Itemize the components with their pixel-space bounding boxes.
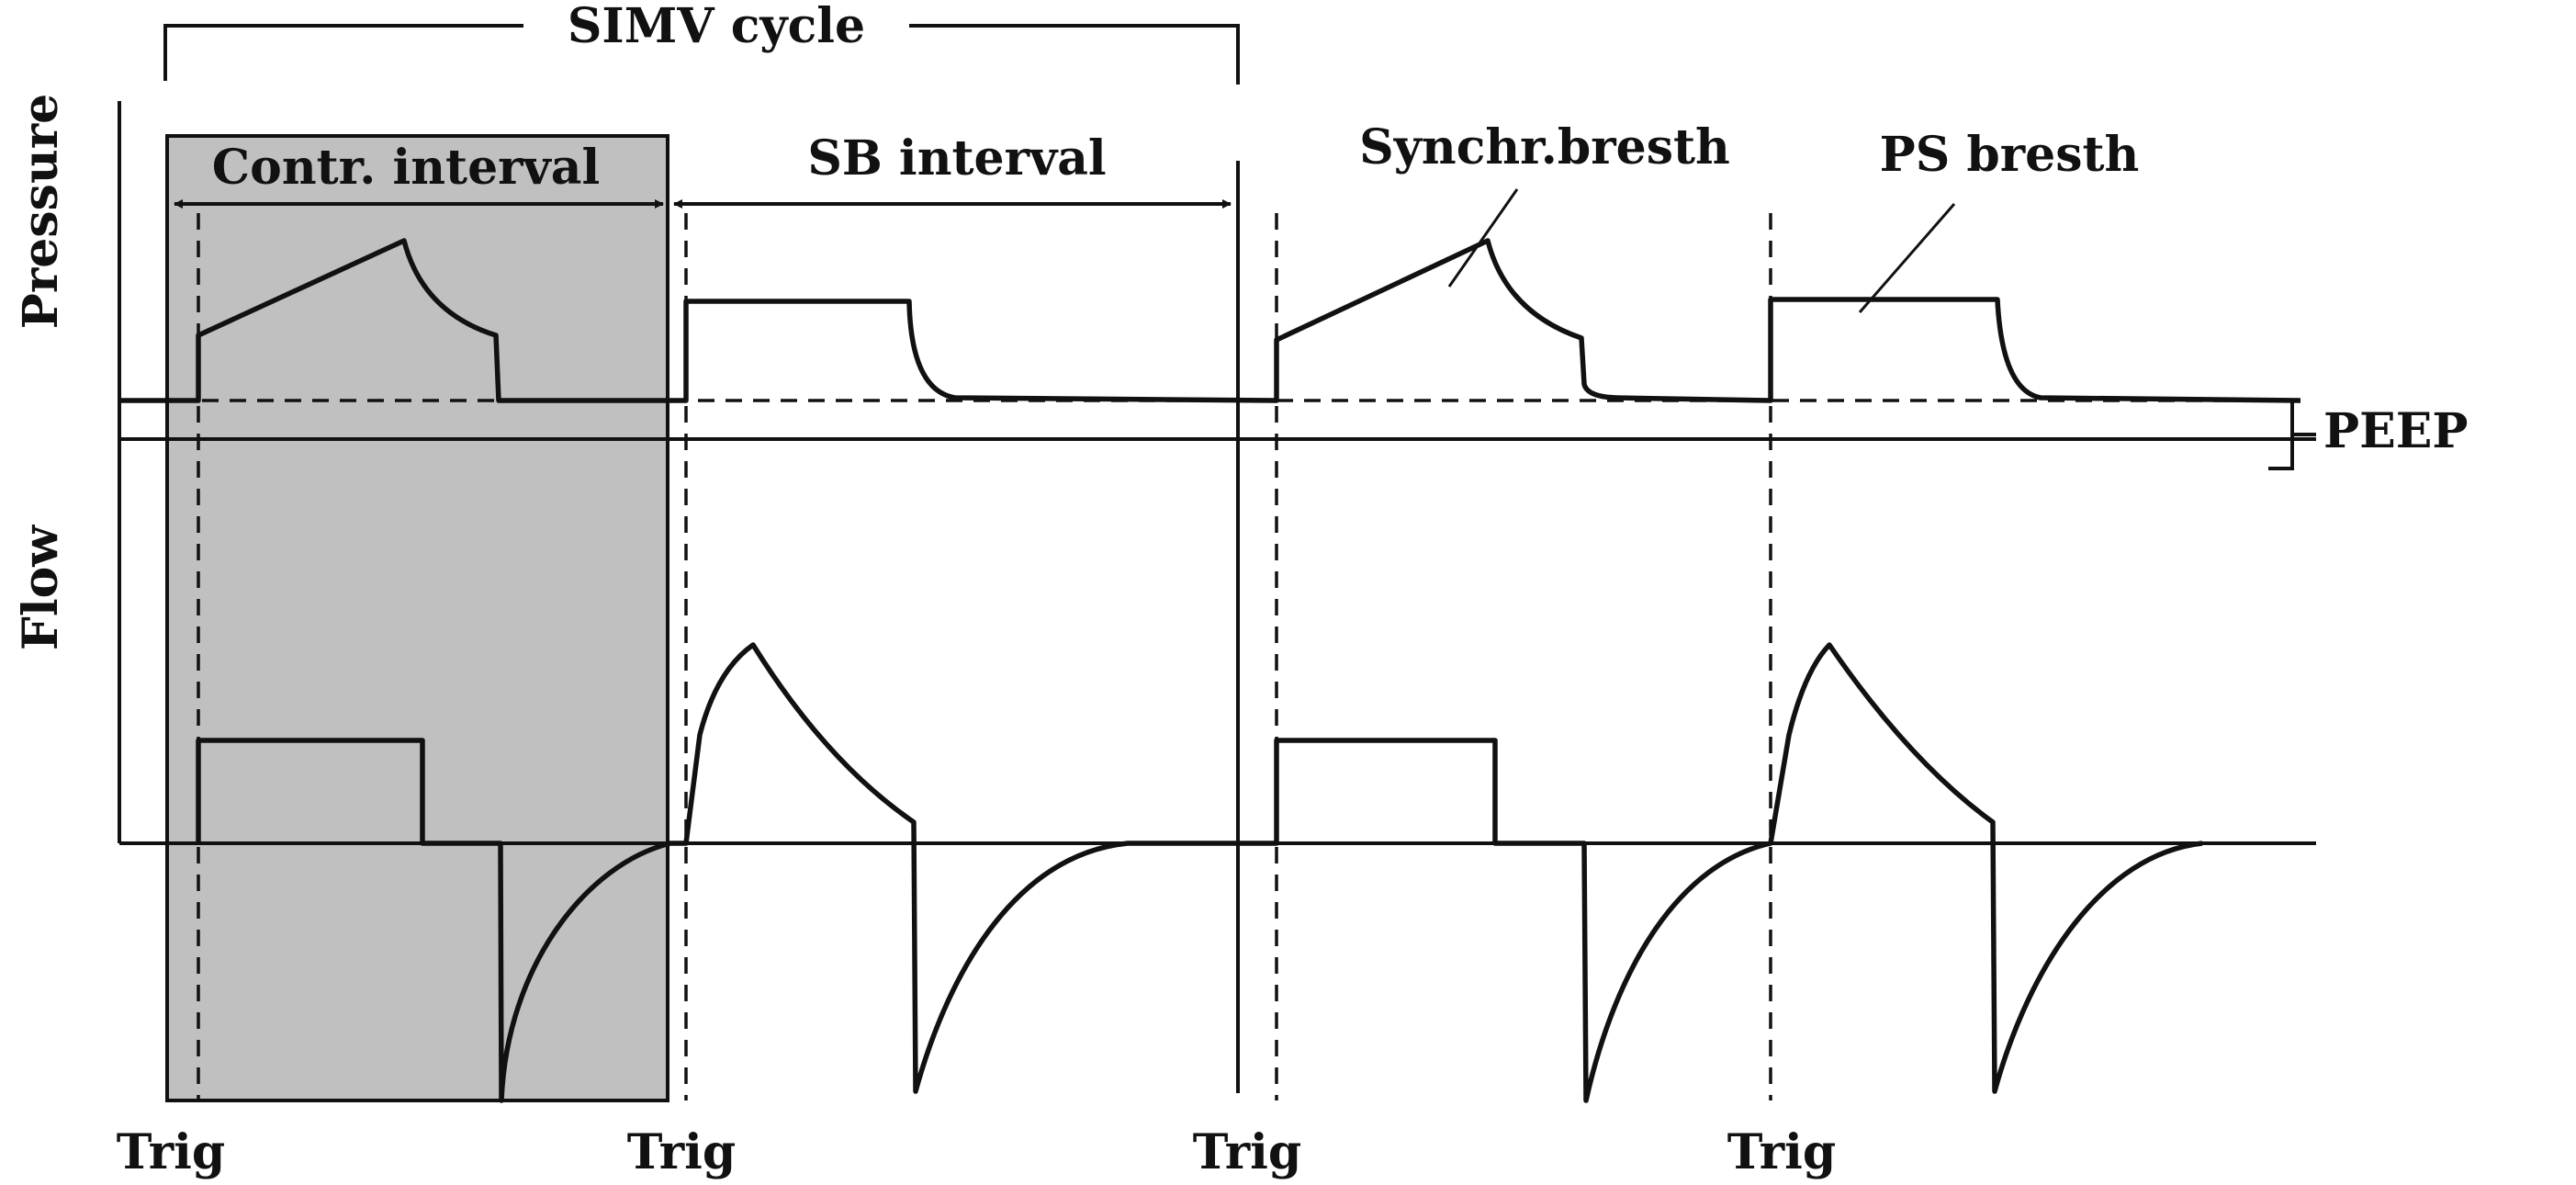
peep-label: PEEP [2323,403,2468,459]
trigger-label-3: Trig [1193,1124,1301,1180]
sb-interval-label: SB interval [807,130,1106,186]
synchr-breath-label: Synchr.bresth [1359,119,1730,175]
pressure-waveform [119,238,2301,403]
flow-waveform [196,642,2203,1103]
peep-bracket [2268,399,2316,470]
pressure-axis-label: Pressure [13,94,69,329]
control-interval-label: Contr. interval [212,140,600,196]
simv-cycle-title: SIMV cycle [568,0,865,54]
flow-axis-label: Flow [13,525,69,650]
synchr-leader [1447,188,1519,288]
trigger-label-2: Trig [627,1124,736,1180]
ps-breath-label: PS bresth [1880,127,2140,183]
annotation-leaders [1447,188,1956,313]
control-interval-shade [165,134,669,1102]
ps-leader [1858,203,1956,313]
simv-cycle-bracket [163,24,1240,85]
trigger-label-1: Trig [117,1124,225,1180]
trigger-label-4: Trig [1727,1124,1836,1180]
